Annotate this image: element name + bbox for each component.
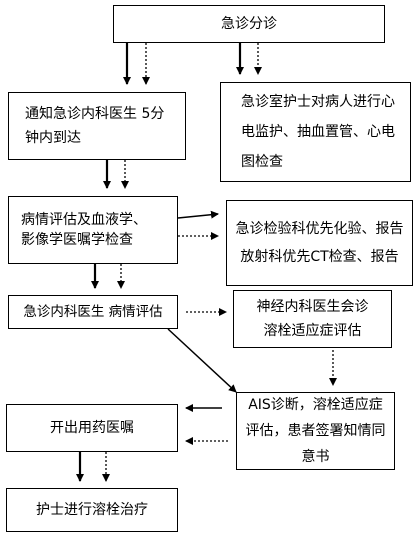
- node-doctor-assess-label: 急诊内科医生 病情评估: [23, 304, 163, 320]
- node-thrombolysis-label: 护士进行溶栓治疗: [36, 502, 148, 518]
- node-priority-label: 急诊检验科优先化验、报告 放射科优先CT检查、报告: [235, 221, 404, 265]
- node-notify: 通知急诊内科医生 5分钟内到达: [8, 92, 186, 160]
- node-notify-label: 通知急诊内科医生 5分钟内到达: [25, 106, 165, 146]
- node-prescribe-label: 开出用药医嘱: [50, 420, 134, 436]
- node-priority: 急诊检验科优先化验、报告 放射科优先CT检查、报告: [226, 200, 413, 286]
- node-neuro-label: 神经内科医生会诊 溶栓适应症评估: [256, 299, 369, 339]
- node-neuro: 神经内科医生会诊 溶栓适应症评估: [233, 290, 392, 348]
- node-triage-label: 急诊分诊: [221, 16, 277, 32]
- node-ais-label: AIS诊断，溶栓适应症评估，患者签署知情同意书: [245, 397, 386, 465]
- arrow-assess-priority-solid: [177, 210, 219, 219]
- node-thrombolysis: 护士进行溶栓治疗: [6, 488, 178, 532]
- node-ais: AIS诊断，溶栓适应症评估，患者签署知情同意书: [236, 392, 395, 470]
- node-assess-label: 病情评估及血液学、影像学医嘱学检查: [21, 212, 147, 248]
- node-triage: 急诊分诊: [113, 5, 385, 43]
- node-assess: 病情评估及血液学、影像学医嘱学检查: [8, 196, 178, 264]
- node-doctor-assess: 急诊内科医生 病情评估: [8, 295, 178, 329]
- node-prescribe: 开出用药医嘱: [6, 404, 178, 452]
- node-nurse: 急诊室护士对病人进行心电监护、抽血置管、心电图检查: [220, 82, 411, 182]
- arrow-doctor-ais-solid: [167, 328, 237, 393]
- node-nurse-label: 急诊室护士对病人进行心电监护、抽血置管、心电图检查: [241, 94, 395, 170]
